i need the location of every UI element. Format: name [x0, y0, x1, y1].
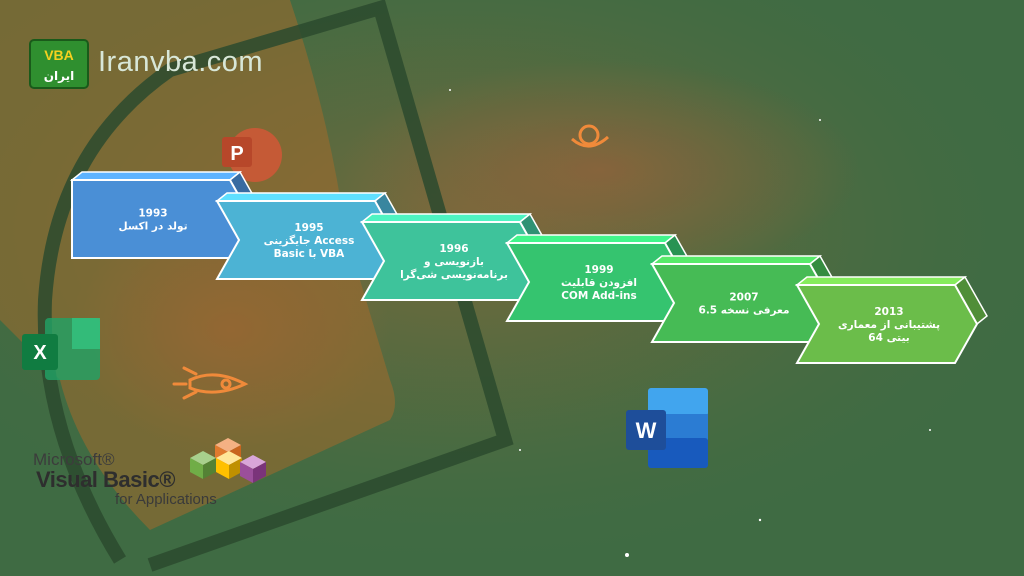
star	[449, 89, 451, 91]
word-icon: W	[626, 388, 708, 468]
excel-letter: X	[33, 342, 47, 364]
timeline-arrow-shape	[795, 284, 979, 364]
vba-cubes-icon	[190, 438, 266, 483]
timeline-description: افزودن قابلیت	[561, 277, 637, 289]
timeline-arrow-top	[69, 171, 243, 181]
timeline-description: 64 بیتی	[868, 332, 909, 344]
timeline-arrow-top	[794, 276, 968, 286]
star	[819, 119, 821, 121]
brand-logo-subtext: ایران	[44, 69, 74, 83]
star	[179, 59, 181, 61]
star	[758, 518, 762, 522]
timeline-description: جایگزینی Access	[264, 234, 355, 247]
powerpoint-icon: P	[222, 128, 282, 182]
excel-icon: X	[22, 318, 100, 380]
timeline-arrow-top	[504, 234, 678, 244]
star	[929, 429, 931, 431]
timeline-description: تولد در اکسل	[118, 221, 187, 233]
ms-logo-visual-basic: Visual Basic®	[36, 467, 175, 492]
brand-site-name[interactable]: Iranvba.com	[98, 46, 264, 78]
stars	[179, 59, 931, 557]
timeline-description: معرفی نسخه 6.5	[699, 305, 790, 317]
timeline-year: 1999	[584, 264, 613, 276]
word-letter: W	[636, 418, 657, 443]
timeline-year: 2013	[874, 306, 903, 318]
timeline-description: برنامه‌نویسی شی‌گرا	[400, 268, 508, 281]
timeline-arrow-top	[649, 255, 823, 265]
timeline-description: پشتیبانی از معماری	[838, 319, 940, 331]
star	[625, 553, 629, 557]
timeline-arrow-top	[359, 213, 533, 223]
timeline-arrow-top	[214, 192, 388, 202]
brand-logo-box	[29, 39, 89, 89]
timeline-description: بازنویسی و	[423, 256, 484, 268]
star	[519, 449, 521, 451]
timeline-description: COM Add-ins	[561, 290, 637, 302]
powerpoint-letter: P	[230, 143, 243, 165]
timeline-year: 1993	[138, 208, 167, 220]
dark-frame-arc	[37, 0, 514, 572]
timeline-year: 2007	[729, 292, 758, 304]
brand-logo-text: VBA	[44, 47, 74, 63]
ms-logo-microsoft: Microsoft®	[33, 450, 115, 469]
timeline-year: 1995	[294, 222, 323, 234]
rocket-icon	[172, 366, 249, 400]
ms-logo-for-applications: for Applications	[115, 491, 217, 508]
timeline-year: 1996	[439, 243, 468, 255]
timeline-description: Basic با VBA	[274, 248, 346, 260]
planet-icon	[571, 124, 609, 148]
brand-logo[interactable]: VBA ایران	[29, 39, 89, 89]
